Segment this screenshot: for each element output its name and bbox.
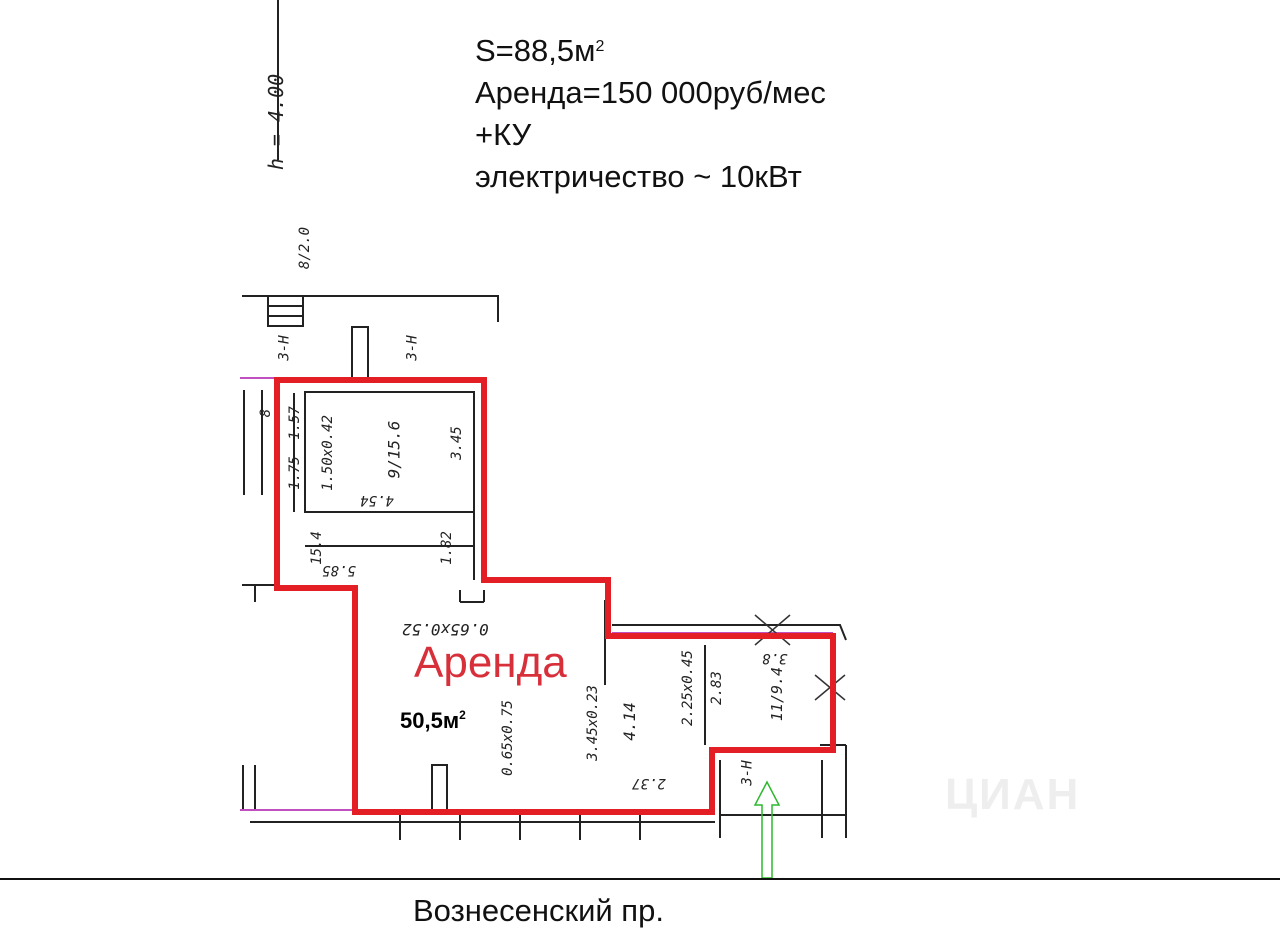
- watermark: ЦИАН: [945, 770, 1081, 819]
- total-area: S=88,5м2: [475, 33, 605, 68]
- height-label: h = 4.00: [264, 73, 289, 171]
- rent-price: Аренда=150 000руб/мес: [475, 75, 826, 110]
- label: 3.45: [448, 426, 465, 460]
- rental-area-outline: [274, 377, 836, 815]
- room-9-label: 9/15.6: [384, 420, 404, 479]
- label: 1.82: [438, 531, 455, 565]
- label: 2.37: [632, 775, 666, 791]
- label: 1.50x0.42: [319, 415, 336, 491]
- rental-area-label: Аренда: [414, 638, 567, 687]
- label: 2.25x0.45: [679, 650, 696, 726]
- entrance-arrow-icon: [753, 780, 781, 879]
- room-11-label: 11/9.4: [768, 666, 787, 722]
- label: 8: [258, 408, 275, 418]
- label: 0.65x0.75: [499, 700, 516, 776]
- label: 1.75: [286, 456, 303, 490]
- plan-walls: [242, 0, 847, 840]
- label: 0.65x0.52: [402, 620, 489, 639]
- rental-area-size: 50,5м2: [400, 708, 466, 733]
- utilities-note: +КУ: [475, 117, 532, 152]
- label: 3-Н: [276, 335, 293, 361]
- street-name: Вознесенский пр.: [413, 893, 664, 928]
- label: 1.57: [286, 406, 303, 440]
- label: 15.4: [308, 531, 325, 565]
- label: 3-Н: [404, 335, 421, 361]
- label: 4.14: [619, 702, 639, 741]
- label: 3.8: [762, 650, 788, 666]
- label: 8/2.0: [297, 226, 314, 270]
- label: 5.85: [322, 562, 356, 578]
- electricity-note: электричество ~ 10кВт: [475, 159, 802, 194]
- label: 4.54: [360, 492, 394, 508]
- listing-info: S=88,5м2 Аренда=150 000руб/мес +КУ элект…: [475, 30, 826, 198]
- label: 3.45x0.23: [584, 685, 601, 761]
- label: 3-Н: [739, 760, 756, 786]
- label: 2.83: [708, 671, 725, 705]
